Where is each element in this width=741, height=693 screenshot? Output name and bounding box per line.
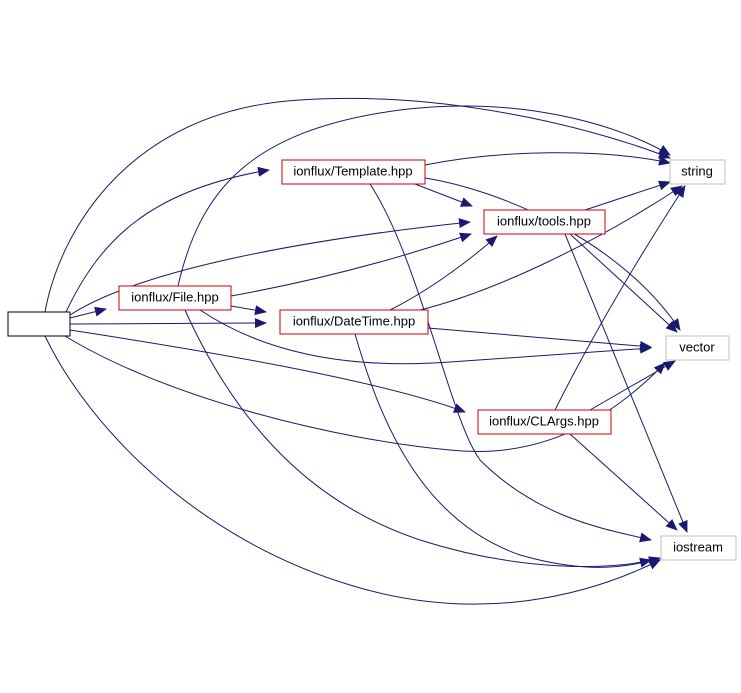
- svg-text:ifls.cpp: ifls.cpp: [19, 315, 59, 330]
- svg-text:ionflux/Template.hpp: ionflux/Template.hpp: [293, 163, 412, 178]
- edge-ifls-to-clargs: [69, 329, 466, 413]
- edge-file-to-tools: [230, 232, 472, 297]
- svg-text:ionflux/tools.hpp: ionflux/tools.hpp: [497, 213, 591, 228]
- node-tools-hpp[interactable]: ionflux/tools.hpp: [483, 209, 606, 235]
- edge-file-to-iostream: [184, 309, 652, 568]
- node-iostream[interactable]: iostream: [660, 535, 737, 561]
- svg-text:vector: vector: [679, 339, 715, 354]
- edge-clargs-to-vector: [589, 360, 676, 411]
- nodes-layer: ifls.cpp ionflux/File.hpp ionflux/Templa…: [7, 159, 737, 561]
- edge-datetime-to-iostream: [354, 333, 661, 568]
- edge-clargs-to-iostream: [569, 433, 678, 531]
- edge-ifls-to-string: [44, 97, 671, 313]
- svg-text:string: string: [681, 163, 713, 178]
- node-ifls-cpp[interactable]: ifls.cpp: [7, 311, 71, 337]
- edge-file-to-string: [177, 105, 671, 287]
- edge-datetime-to-vector: [427, 327, 652, 351]
- edge-template-to-string: [424, 152, 671, 166]
- edge-template-to-tools: [414, 183, 473, 207]
- edge-tools-to-vector: [569, 233, 678, 333]
- edge-ifls-to-tools: [69, 218, 471, 316]
- edge-file-to-datetime: [230, 305, 267, 316]
- edge-ifls-to-template: [65, 166, 270, 313]
- svg-text:ionflux/DateTime.hpp: ionflux/DateTime.hpp: [293, 313, 415, 328]
- node-vector[interactable]: vector: [665, 335, 730, 361]
- edge-template-to-iostream: [369, 183, 652, 543]
- svg-text:iostream: iostream: [673, 539, 723, 554]
- node-datetime-hpp[interactable]: ionflux/DateTime.hpp: [279, 309, 429, 335]
- svg-text:ionflux/File.hpp: ionflux/File.hpp: [131, 289, 218, 304]
- edge-ifls-to-file: [69, 306, 107, 319]
- edges-layer: [44, 97, 688, 605]
- edge-tools-to-iostream: [564, 233, 688, 533]
- node-clargs-hpp[interactable]: ionflux/CLArgs.hpp: [477, 409, 612, 435]
- edge-ifls-to-iostream: [44, 335, 661, 605]
- node-string[interactable]: string: [669, 159, 726, 185]
- svg-text:ionflux/CLArgs.hpp: ionflux/CLArgs.hpp: [489, 413, 599, 428]
- node-template-hpp[interactable]: ionflux/Template.hpp: [281, 159, 426, 185]
- node-file-hpp[interactable]: ionflux/File.hpp: [118, 285, 232, 311]
- edge-datetime-to-tools: [389, 235, 498, 311]
- edge-file-to-vector: [199, 309, 652, 365]
- edge-clargs-to-string: [554, 185, 686, 411]
- edge-datetime-to-string: [419, 185, 683, 311]
- edge-ifls-to-datetime: [69, 318, 267, 329]
- edge-tools-to-string: [584, 180, 671, 211]
